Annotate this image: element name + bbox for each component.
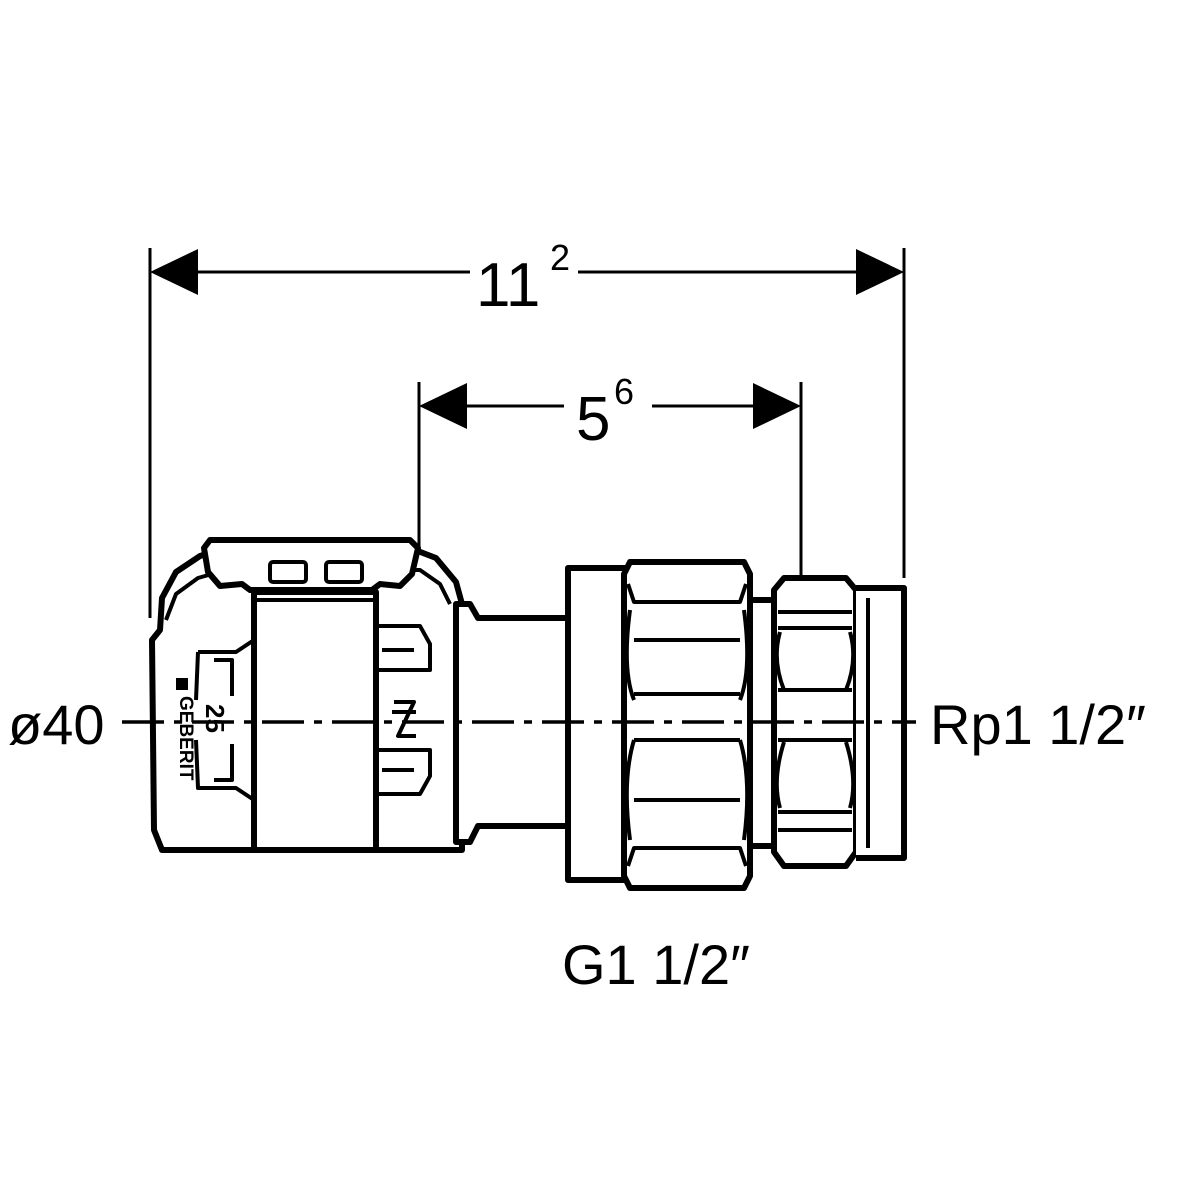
overall-length-superscript: 2 (550, 237, 570, 278)
inspection-window-inner (214, 658, 234, 782)
male-thread-label: G1 1/2″ (562, 933, 750, 996)
arrowhead-socket-left (419, 383, 467, 429)
arrowhead-socket-right (753, 383, 801, 429)
inspection-window-outline (194, 638, 256, 802)
clip-slot-right (324, 560, 364, 584)
hex-nut-chamfer-top (626, 583, 748, 604)
female-thread-label: Rp1 1/2″ (930, 693, 1146, 756)
threaded-socket-curves (774, 631, 856, 809)
clip-slot-left (268, 560, 308, 584)
right-window-outline (376, 624, 432, 796)
overall-length-value: 11 (476, 251, 540, 320)
hex-nut-facets (634, 638, 740, 802)
socket-length-value: 5 (576, 385, 610, 454)
size-marking: 25 (200, 704, 230, 733)
brand-marking: GEBERIT (175, 696, 196, 781)
hex-nut (621, 559, 753, 891)
hex-nut-chamfer-bottom (626, 846, 748, 867)
brand-marking-square (176, 678, 188, 690)
right-window-lines (382, 648, 414, 772)
pipe-diameter-label: ø40 (8, 693, 105, 756)
release-clip (201, 537, 421, 593)
press-fit-body: GEBERIT 25 (149, 537, 465, 853)
arrowhead-left (150, 249, 198, 295)
union-fitting (565, 559, 907, 891)
insertion-mark-icon (394, 700, 416, 738)
threaded-socket-lines (778, 610, 852, 832)
threaded-socket (771, 575, 859, 869)
arrowhead-right (856, 249, 904, 295)
socket-length-superscript: 6 (614, 371, 634, 412)
overall-length-dimension: 11 2 (148, 237, 906, 618)
